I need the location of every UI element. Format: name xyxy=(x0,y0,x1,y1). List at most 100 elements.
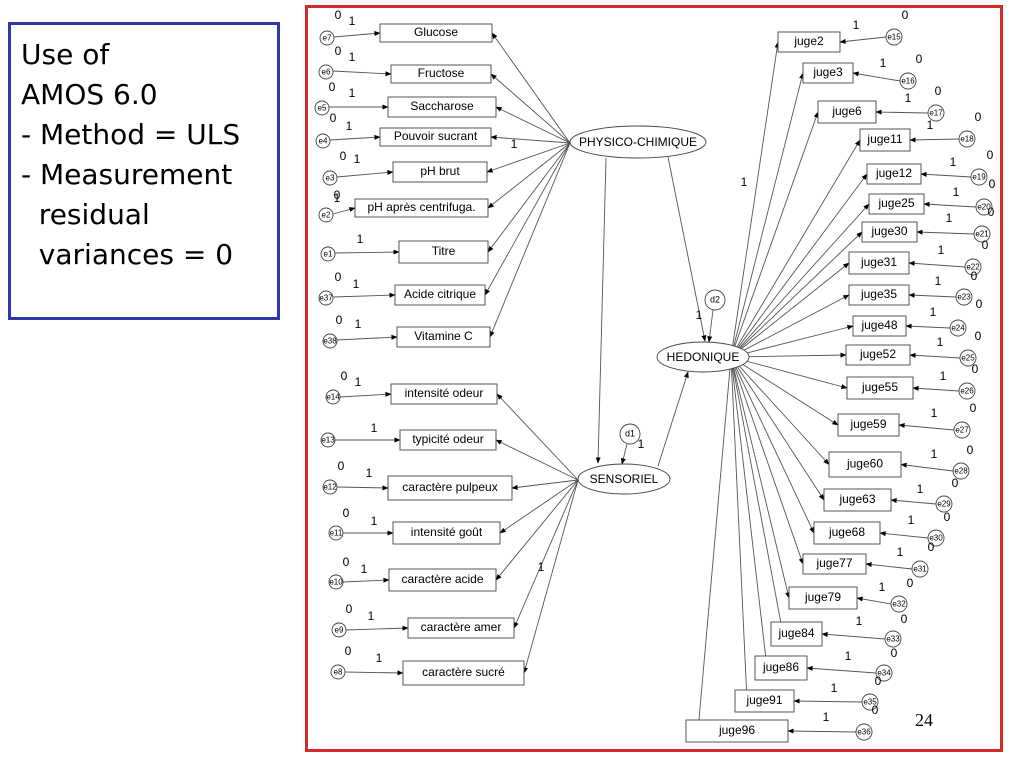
error-term-circle xyxy=(331,622,347,638)
path-coefficient-label: 1 xyxy=(908,513,915,527)
variance-label: 0 xyxy=(916,52,923,66)
notes-line: AMOS 6.0 xyxy=(21,78,158,111)
hed-indicator-box xyxy=(828,451,902,478)
loading-path xyxy=(730,139,861,358)
error-term-circle xyxy=(318,64,334,80)
structural-path-phys-hed xyxy=(667,156,707,342)
error-path xyxy=(821,631,886,640)
error-term-label: e4 xyxy=(319,137,328,146)
indicator-label: juge60 xyxy=(846,457,883,471)
indicator-label: juge31 xyxy=(860,255,897,269)
error-term-circle xyxy=(927,529,945,547)
error-term-label: e31 xyxy=(913,565,927,574)
loading-path xyxy=(495,106,571,144)
path-coefficient-label: 1 xyxy=(935,274,942,288)
path-coefficient-label: 1 xyxy=(511,137,518,151)
error-path xyxy=(856,596,892,605)
error-term-label: e22 xyxy=(966,263,980,272)
error-term-label: e11 xyxy=(330,529,343,538)
indicator-label: Glucose xyxy=(414,25,458,39)
hed-indicator-box xyxy=(848,284,910,306)
indicator-label: caractère amer xyxy=(421,620,502,634)
phys-indicator-box xyxy=(390,64,492,84)
error-term-label: e1 xyxy=(324,250,333,259)
error-path xyxy=(793,698,863,704)
error-path xyxy=(875,109,929,115)
structural-path-phys-sens xyxy=(595,157,607,464)
loading-path xyxy=(486,142,571,173)
path-coefficient-label: 1 xyxy=(880,56,887,70)
error-path xyxy=(344,670,404,676)
error-term-label: e28 xyxy=(954,467,968,476)
hed-indicator-box xyxy=(823,488,892,512)
error-path xyxy=(787,728,857,734)
latent-label: PHYSICO-CHIMIQUE xyxy=(579,135,697,149)
variance-label: 0 xyxy=(330,111,337,125)
notes-panel: Use of AMOS 6.0 - Method = ULS - Measure… xyxy=(8,22,280,320)
variance-label: 0 xyxy=(343,555,350,569)
error-path xyxy=(329,134,381,141)
hed-indicator-box xyxy=(868,193,925,215)
variance-label: 0 xyxy=(987,148,994,162)
indicator-label: juge84 xyxy=(777,626,814,640)
indicator-label: caractère acide xyxy=(401,572,483,586)
sens-indicator-box xyxy=(392,521,501,545)
variance-label: 0 xyxy=(336,313,343,327)
error-term-label: e6 xyxy=(322,68,331,77)
path-coefficient-label: 1 xyxy=(937,335,944,349)
phys-indicator-box xyxy=(392,161,488,183)
path-coefficient-label: 1 xyxy=(845,649,852,663)
error-term-circle xyxy=(911,560,929,578)
loading-path xyxy=(499,479,579,534)
loading-path xyxy=(730,356,750,702)
disturbance-label: d2 xyxy=(710,294,720,304)
loading-path xyxy=(491,32,571,144)
error-term-label: e19 xyxy=(972,173,986,182)
variance-label: 0 xyxy=(944,510,951,524)
error-term-label: e10 xyxy=(329,578,343,587)
error-term-label: e16 xyxy=(901,77,915,86)
variance-label: 0 xyxy=(335,44,342,58)
error-path xyxy=(342,577,390,583)
error-term-label: e37 xyxy=(319,294,333,303)
loading-path xyxy=(511,479,579,490)
variance-label: 0 xyxy=(346,602,353,616)
error-term-label: e20 xyxy=(977,203,991,212)
error-term-label: e30 xyxy=(929,534,943,543)
error-term-circle xyxy=(315,133,331,149)
error-path xyxy=(332,292,396,298)
phys-indicator-box xyxy=(387,96,497,118)
error-path xyxy=(908,260,966,268)
error-term-label: e12 xyxy=(323,483,337,492)
path-coefficient-label: 1 xyxy=(917,482,924,496)
error-path xyxy=(806,665,877,674)
error-term-circle xyxy=(318,207,334,223)
error-path xyxy=(334,249,400,255)
error-term-circle xyxy=(970,168,988,186)
hed-indicator-box xyxy=(734,689,795,713)
loading-path xyxy=(513,479,579,629)
error-term-label: e8 xyxy=(334,668,343,677)
loading-path xyxy=(730,262,850,358)
error-term-circle xyxy=(861,693,879,711)
indicator-label: Titre xyxy=(432,244,456,258)
path-coefficient-label: 1 xyxy=(953,185,960,199)
sens-indicator-box xyxy=(399,429,497,451)
error-path xyxy=(336,334,398,341)
error-term-label: e38 xyxy=(323,337,337,346)
variance-label: 0 xyxy=(341,369,348,383)
indicator-label: juge48 xyxy=(860,318,897,332)
indicator-label: juge35 xyxy=(860,287,897,301)
error-term-circle xyxy=(328,525,344,541)
path-coefficient-label: 1 xyxy=(823,710,830,724)
path-coefficient-label: 1 xyxy=(930,305,937,319)
path-coefficient-label: 1 xyxy=(927,118,934,132)
loading-path xyxy=(730,111,819,358)
error-path xyxy=(900,462,954,472)
notes-line: residual xyxy=(21,198,150,231)
hed-indicator-box xyxy=(859,128,911,152)
error-path xyxy=(909,352,961,359)
loading-path xyxy=(495,439,579,481)
indicator-label: juge86 xyxy=(762,660,799,674)
